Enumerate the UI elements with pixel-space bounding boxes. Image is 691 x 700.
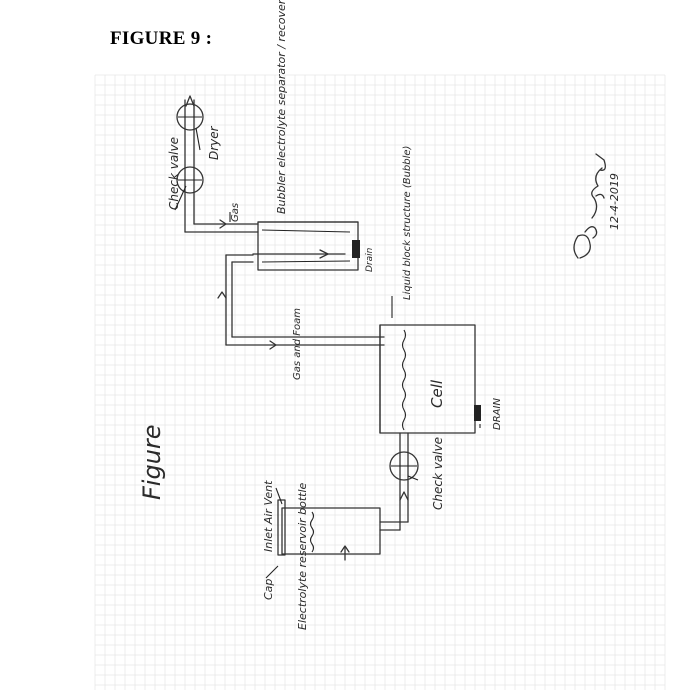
bubbler-vessel — [252, 221, 360, 271]
leader-lines — [174, 127, 481, 579]
cell-vessel — [379, 324, 481, 434]
label-gas: Gas — [230, 203, 241, 222]
label-drain-cell: DRAIN — [492, 398, 503, 430]
bottom-check-valve-circle — [389, 451, 419, 481]
signature-date: 12-4-2019 — [608, 173, 621, 230]
dryer-circle — [176, 103, 204, 131]
bubbler-drain-plug — [352, 240, 360, 258]
label-check-valve-top: Check valve — [167, 137, 181, 210]
label-liquid-block: Liquid block structure (Bubble) — [402, 146, 413, 300]
signature — [573, 153, 606, 259]
label-bubbler: Bubbler electrolyte separator / recovery — [275, 0, 288, 214]
label-reservoir: Electrolyte reservoir bottle — [296, 482, 309, 630]
top-gas-line — [184, 95, 259, 233]
label-cap: Cap — [262, 579, 275, 600]
cell-drain-plug — [474, 405, 481, 421]
label-drain-bubbler: Drain — [365, 247, 375, 272]
label-check-valve-bottom: Check valve — [431, 437, 445, 510]
gas-foam-line — [217, 254, 385, 350]
label-gas-and-foam: Gas and Foam — [292, 308, 303, 380]
label-figure: Figure — [138, 424, 166, 500]
top-check-valve-circle — [176, 166, 204, 194]
bottom-line — [379, 432, 409, 531]
label-inlet-air-vent: Inlet Air Vent — [262, 480, 275, 552]
reservoir-bottle — [277, 499, 381, 561]
figure-title: FIGURE 9 : — [110, 28, 213, 49]
label-dryer: Dryer — [207, 125, 221, 160]
label-cell: Cell — [428, 379, 446, 408]
graph-paper-grid — [94, 74, 666, 690]
